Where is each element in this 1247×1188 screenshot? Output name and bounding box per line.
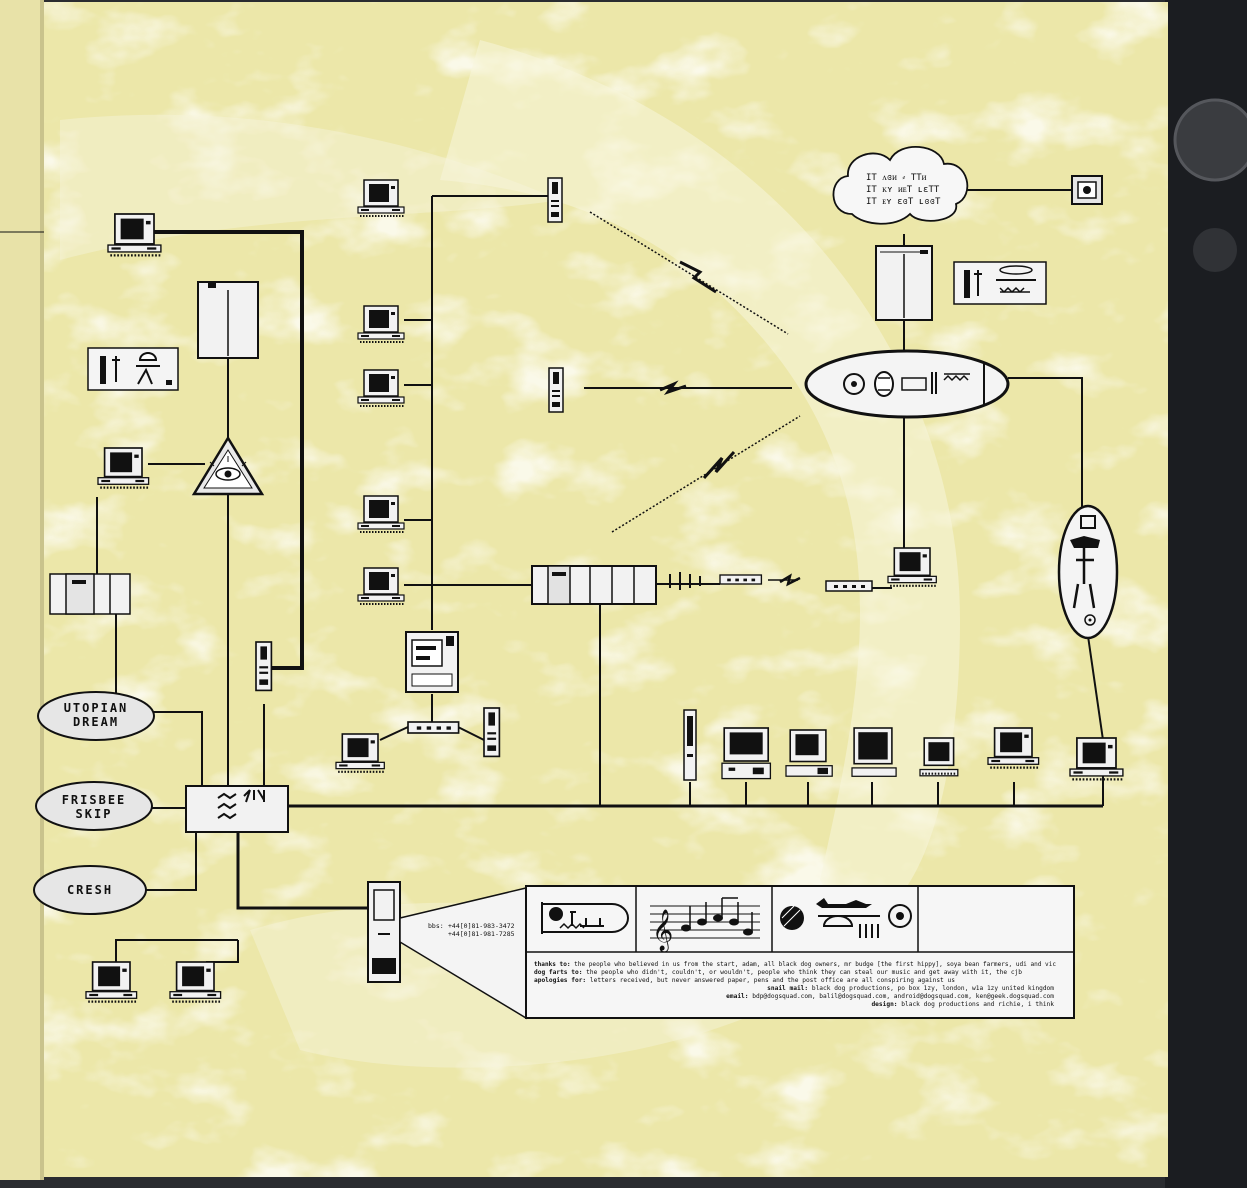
workstation-stack-icon xyxy=(405,631,459,693)
computer-terminal-icon xyxy=(357,495,405,533)
svg-text:𝄞: 𝄞 xyxy=(652,909,673,952)
computer-terminal-icon xyxy=(886,546,938,587)
computer-terminal-icon xyxy=(919,737,959,777)
cresh-node: CRESH xyxy=(33,865,147,915)
cabinet-server-icon xyxy=(197,281,259,359)
cloud-glyph-line: IT ᴋʏ ᴎᴇT ʟɛTT xyxy=(866,185,940,195)
music-staff-icon: 𝄞 xyxy=(650,897,760,952)
server-tower-icon xyxy=(483,707,501,758)
credits-snail-mail: snail mail: black dog productions, po bo… xyxy=(767,984,1054,992)
cresh-label: CRESH xyxy=(67,883,113,897)
credits-dog-farts: dog farts to: the people who didn't, cou… xyxy=(534,969,1022,976)
mainframe-icon xyxy=(49,573,131,615)
server-tower-icon xyxy=(547,177,563,223)
hieroglyph-group-icon xyxy=(780,898,912,938)
credits-apologies: apologies for: letters received, but nev… xyxy=(534,976,955,984)
utopian-dream-label: DREAM xyxy=(73,715,119,729)
server-tower-icon xyxy=(367,881,401,983)
bbs-number: +44[0]81-983-3472 xyxy=(448,922,515,930)
cabinet-server-icon xyxy=(875,245,933,321)
credits-email: email: bdp@dogsquad.com, balil@dogsquad.… xyxy=(726,992,1054,1000)
computer-terminal-icon xyxy=(106,212,163,257)
computer-terminal-icon xyxy=(851,727,897,777)
computer-terminal-icon xyxy=(1068,736,1125,781)
computer-terminal-icon xyxy=(986,726,1040,769)
frisbee-skip-label: FRISBEE xyxy=(62,793,127,807)
utopian-dream-node: UTOPIAN DREAM xyxy=(37,691,155,741)
speaker-icon xyxy=(1071,175,1103,205)
cartouche-icon xyxy=(1057,504,1119,640)
mainframe-icon xyxy=(531,565,657,605)
modem-icon xyxy=(719,574,763,585)
server-tower-icon xyxy=(548,367,564,413)
lightning-bolt-icon xyxy=(659,260,801,590)
turntable-edge xyxy=(1165,0,1247,1188)
computer-terminal-icon xyxy=(357,179,405,217)
contact-credits-panel: 𝄞 bbs: +44[0]81-983-3472 +44[0]81-9 xyxy=(428,885,1075,1019)
bbs-number: +44[0]81-981-7285 xyxy=(448,930,515,938)
pyramid-eye-icon xyxy=(191,435,265,496)
computer-terminal-icon xyxy=(357,369,405,407)
cloud-glyph-line: IT ᴇʏ ɛɞT ʟɞɞT xyxy=(866,197,941,207)
switch-hub-icon xyxy=(185,785,289,833)
server-tower-icon xyxy=(683,709,697,781)
computer-terminal-icon xyxy=(721,727,772,780)
modem-icon xyxy=(407,721,460,734)
computer-terminal-icon xyxy=(334,732,386,773)
hieroglyph-card-icon xyxy=(87,347,179,391)
credits-design: design: black dog productions and richie… xyxy=(871,1000,1054,1008)
credits-thanks: thanks to: the people who believed in us… xyxy=(534,961,1056,968)
network-wires xyxy=(0,189,1104,963)
cloud-glyph-line: IT ᴧɞᴎ ⸗ TTᴎ xyxy=(866,173,927,183)
modem-icon xyxy=(825,580,873,592)
computer-terminal-icon xyxy=(96,446,150,489)
bbs-label: bbs: xyxy=(428,922,444,930)
server-tower-icon xyxy=(255,641,273,692)
computer-terminal-icon xyxy=(168,960,222,1003)
utopian-dream-label: UTOPIAN xyxy=(64,701,129,715)
frisbee-skip-node: FRISBEE SKIP xyxy=(35,781,153,831)
computer-terminal-icon xyxy=(357,305,405,343)
cartouche-icon xyxy=(804,349,1010,419)
hieroglyph-card-icon xyxy=(953,261,1047,305)
frisbee-skip-label: SKIP xyxy=(76,807,113,821)
gatefold-left-flap xyxy=(0,0,44,1180)
computer-terminal-icon xyxy=(785,729,833,777)
cloud-icon: IT ᴧɞᴎ ⸗ TTᴎ IT ᴋʏ ᴎᴇT ʟɛTT IT ᴇʏ ɛɞT ʟɞ… xyxy=(832,146,969,225)
cartouche-icon xyxy=(541,902,629,934)
computer-terminal-icon xyxy=(84,960,138,1003)
computer-terminal-icon xyxy=(357,567,405,605)
